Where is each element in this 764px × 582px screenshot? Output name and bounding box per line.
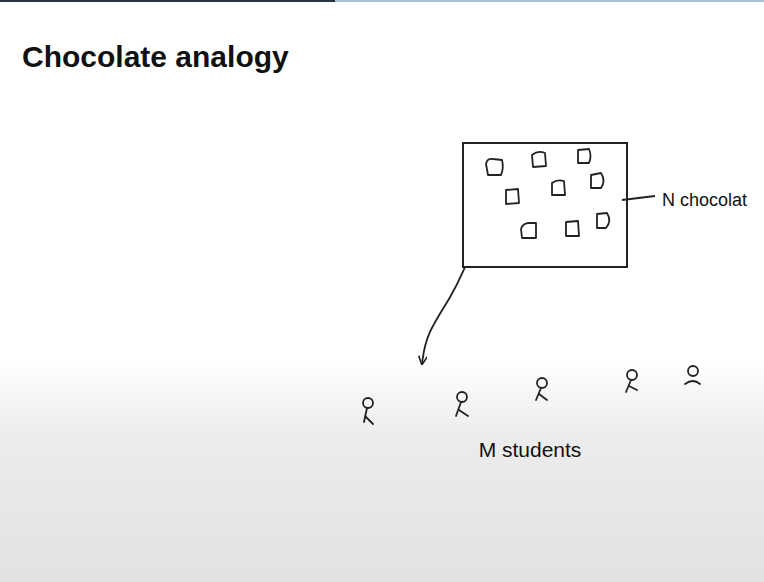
curved-arrow [422, 267, 465, 364]
student-group: M students [330, 362, 730, 474]
leader-label: N chocolat [662, 190, 764, 211]
chocolate-box: N chocolat [462, 142, 628, 268]
top-rule [335, 0, 764, 2]
group-label: M students [330, 438, 730, 462]
grey-band [0, 360, 764, 582]
top-rule [0, 0, 335, 2]
student-figures [363, 366, 700, 424]
chocolates [486, 149, 609, 238]
slide-title: Chocolate analogy [22, 40, 289, 74]
